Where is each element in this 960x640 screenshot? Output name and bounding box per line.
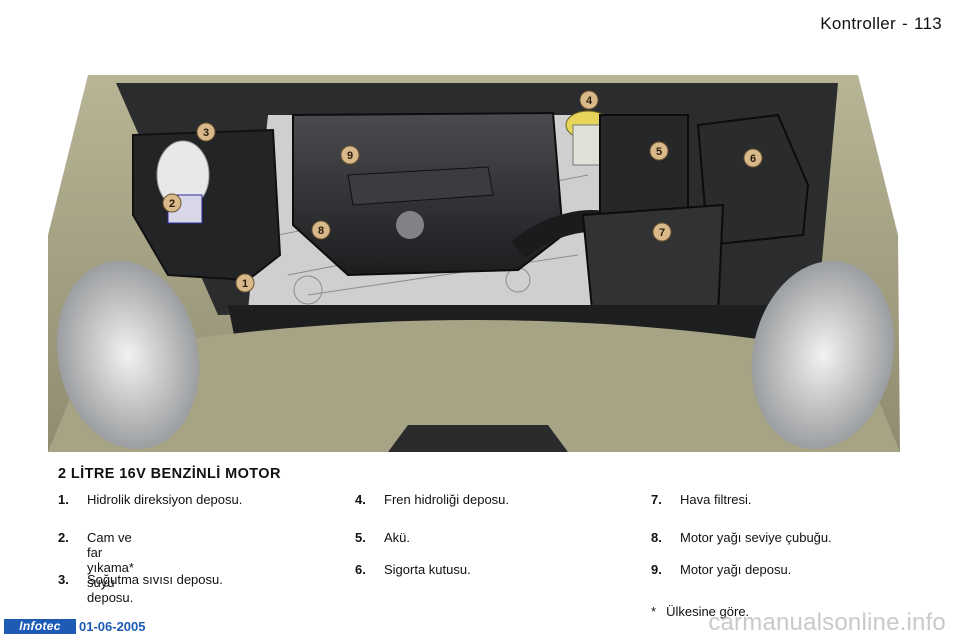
- callout-5: 5: [649, 141, 669, 161]
- engine-bay-svg: 1 2 3 4 5 6 7: [48, 55, 900, 452]
- footnote: *Ülkesine göre.: [651, 604, 750, 619]
- footer-date: 01-06-2005: [79, 619, 146, 634]
- infotec-logo: Infotec: [4, 619, 76, 634]
- page-number: 113: [913, 14, 942, 33]
- header-section: Kontroller: [820, 14, 897, 33]
- callout-4: 4: [579, 90, 599, 110]
- callout-8: 8: [311, 220, 331, 240]
- callout-markers: 1 2 3 4 5 6 7: [162, 90, 763, 293]
- callout-3: 3: [196, 122, 216, 142]
- svg-text:6: 6: [750, 153, 756, 165]
- svg-text:7: 7: [659, 227, 665, 239]
- callout-1: 1: [235, 273, 255, 293]
- svg-text:8: 8: [318, 225, 324, 237]
- callout-7: 7: [652, 222, 672, 242]
- watermark: carmanualsonline.info: [708, 609, 946, 636]
- svg-text:9: 9: [347, 150, 353, 162]
- svg-text:4: 4: [586, 95, 593, 107]
- svg-text:1: 1: [242, 278, 248, 290]
- callout-6: 6: [743, 148, 763, 168]
- svg-text:3: 3: [203, 127, 209, 139]
- svg-text:5: 5: [656, 146, 662, 158]
- engine-bay-illustration: 1 2 3 4 5 6 7: [48, 55, 900, 452]
- callout-2: 2: [162, 193, 182, 213]
- svg-text:2: 2: [169, 198, 175, 210]
- page-header: Kontroller-113: [820, 14, 942, 33]
- section-title: 2 LİTRE 16V BENZİNLİ MOTOR: [58, 466, 281, 482]
- callout-9: 9: [340, 145, 360, 165]
